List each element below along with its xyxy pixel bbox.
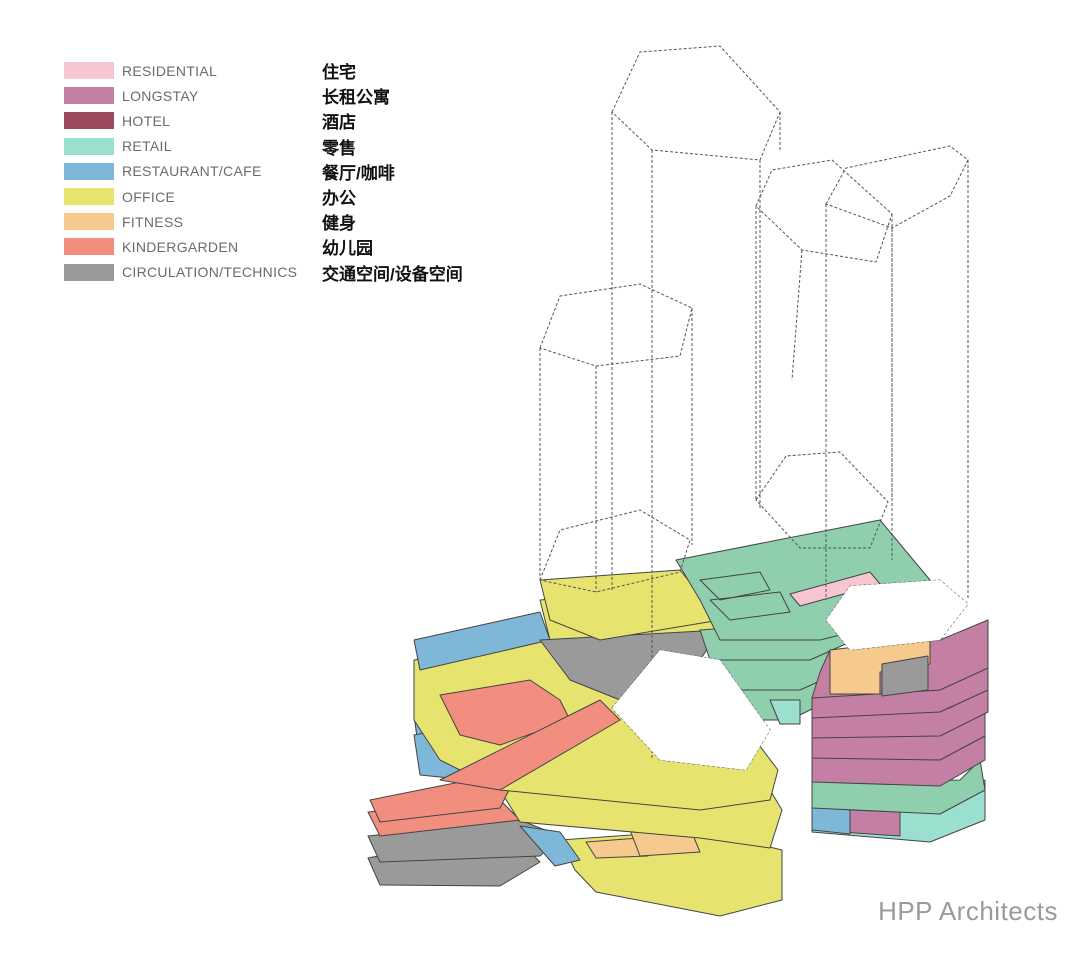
legend-label-en: KINDERGARDEN: [122, 238, 239, 255]
legend: RESIDENTIAL 住宅 LONGSTAY 长租公寓 HOTEL 酒店 RETAIL 零售…: [64, 58, 463, 285]
tower-right-void: [826, 580, 968, 650]
legend-swatch: [64, 162, 114, 180]
podium-fitness-bottom: [585, 837, 649, 859]
podium-kinder-bridge: [439, 699, 621, 791]
tower-tall-edges: [611, 112, 781, 760]
legend-swatch: [64, 137, 114, 155]
legend-item: FITNESS 健身: [64, 209, 463, 234]
legend-label-zh: 长租公寓: [322, 88, 390, 108]
legend-label-zh: 住宅: [322, 63, 356, 83]
tower-center-void: [612, 650, 770, 770]
tower-left: [539, 283, 693, 367]
podium-blue-mid: [519, 825, 581, 867]
towers: [539, 45, 969, 771]
legend-label-zh: 健身: [322, 214, 356, 234]
legend-item: CIRCULATION/TECHNICS 交通空间/设备空间: [64, 260, 463, 285]
legend-item: LONGSTAY 长租公寓: [64, 83, 463, 108]
legend-item: OFFICE 办公: [64, 184, 463, 209]
legend-item: RESTAURANT/CAFE 餐厅/咖啡: [64, 159, 463, 184]
legend-item: RESIDENTIAL 住宅: [64, 58, 463, 83]
legend-label-zh: 幼儿园: [322, 239, 373, 259]
legend-item: RETAIL 零售: [64, 134, 463, 159]
legend-swatch: [64, 213, 114, 231]
legend-label-zh: 酒店: [322, 113, 356, 133]
tower-mid-edges: [755, 206, 893, 500]
legend-label-en: OFFICE: [122, 188, 176, 205]
watermark: HPP Architects: [878, 896, 1058, 926]
legend-label-en: CIRCULATION/TECHNICS: [122, 264, 298, 281]
tower-left-edges: [539, 308, 693, 592]
podium-office-upper: [539, 569, 721, 641]
tower-tall: [611, 45, 781, 161]
retail-teal-edge: [769, 699, 801, 725]
legend-label-en: RESIDENTIAL: [122, 62, 218, 79]
tower-right-edges: [825, 160, 969, 600]
legend-swatch: [64, 62, 114, 80]
legend-swatch: [64, 263, 114, 281]
longstay-gray: [881, 655, 929, 697]
legend-label-en: RESTAURANT/CAFE: [122, 163, 262, 180]
legend-label-en: FITNESS: [122, 213, 184, 230]
legend-label-en: HOTEL: [122, 112, 171, 129]
longstay-block: [811, 619, 989, 843]
retail-ramp-1: [699, 571, 771, 601]
longstay-retail: [811, 759, 986, 815]
tower-mid-base: [755, 451, 889, 549]
tower-mid: [755, 159, 893, 263]
podium-left: [367, 569, 783, 917]
legend-label-en: RETAIL: [122, 138, 172, 155]
podium-kinder-mid: [369, 779, 511, 823]
legend-swatch: [64, 87, 114, 105]
legend-swatch: [64, 188, 114, 206]
legend-swatch: [64, 238, 114, 256]
tower-right: [825, 145, 969, 229]
legend-label-zh: 办公: [322, 189, 356, 209]
retail-ramp-2: [709, 591, 791, 621]
legend-label-en: LONGSTAY: [122, 87, 199, 104]
longstay-base-blue: [811, 805, 851, 835]
legend-item: KINDERGARDEN 幼儿园: [64, 234, 463, 259]
legend-label-zh: 交通空间/设备空间: [322, 264, 463, 284]
legend-swatch: [64, 112, 114, 130]
legend-label-zh: 零售: [322, 138, 356, 158]
legend-label-zh: 餐厅/咖啡: [322, 163, 395, 183]
legend-item: HOTEL 酒店: [64, 108, 463, 133]
